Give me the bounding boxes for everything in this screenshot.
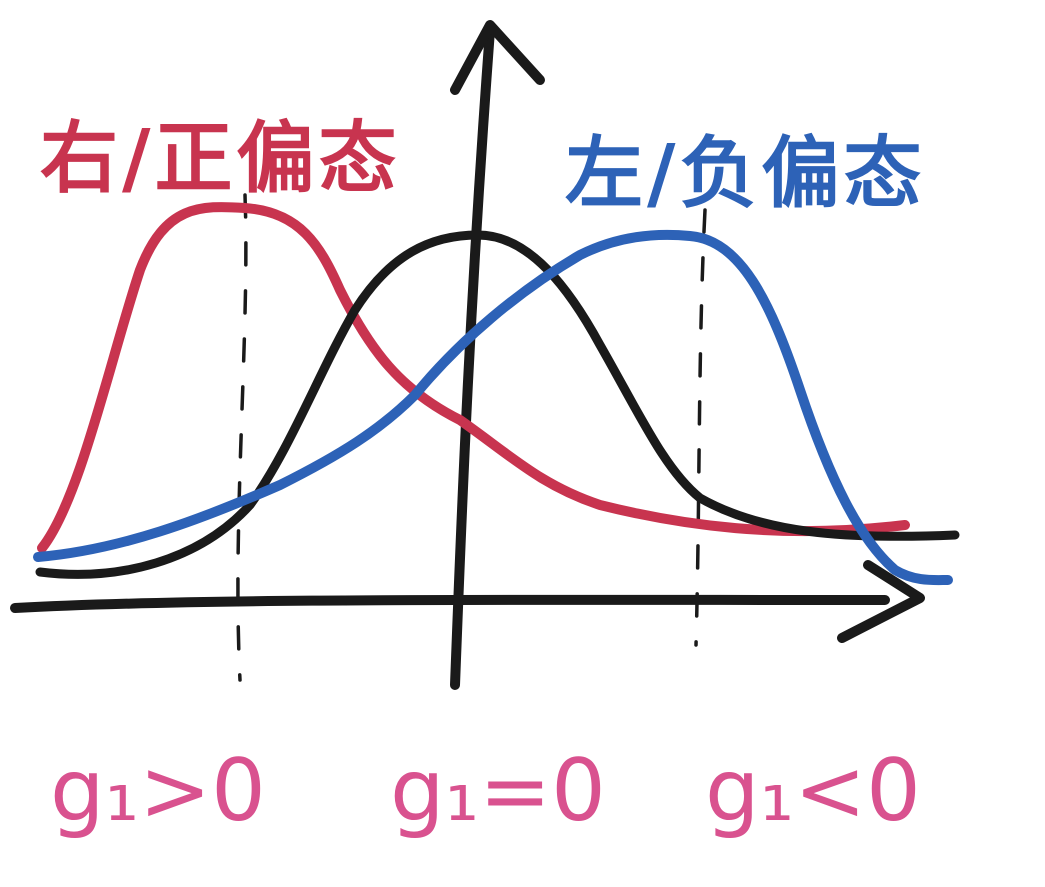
g1-positive-label: g₁>0: [50, 741, 266, 841]
reference-lines: [236, 193, 707, 682]
mode-line-left-skew: [694, 208, 707, 647]
mode-line-right-skew: [236, 193, 248, 682]
y-axis: [450, 25, 495, 690]
right-skew-label: 右/正偏态: [40, 114, 401, 204]
curves: [33, 202, 960, 586]
right-skew-curve: [37, 202, 910, 553]
left-skew-curve: [33, 229, 953, 586]
normal-curve: [35, 230, 960, 579]
g1-negative-label: g₁<0: [705, 741, 921, 841]
left-skew-label: 左/负偏态: [565, 129, 926, 219]
g1-zero-label: g₁=0: [390, 741, 606, 841]
y-axis-arrowhead: [450, 20, 545, 95]
axes: [10, 20, 925, 690]
x-axis: [10, 594, 890, 613]
x-axis-arrowhead: [837, 560, 925, 643]
